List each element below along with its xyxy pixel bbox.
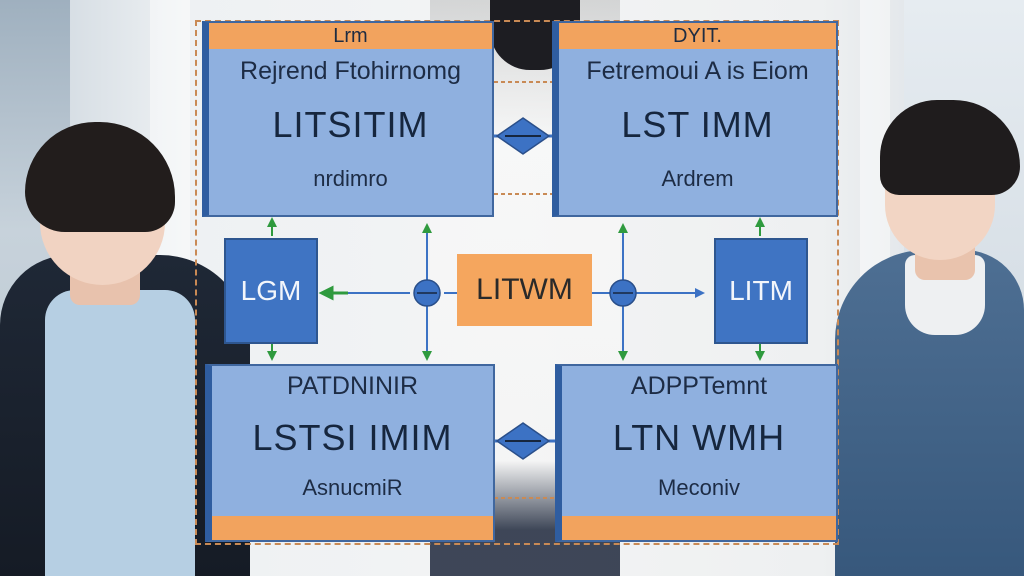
person-left-shirt [45, 290, 195, 576]
module-bottom-right: ADPPTemnt LTN WMH Meconiv [555, 364, 838, 542]
module-footer-bar [212, 516, 493, 540]
module-subtitle: ADPPTemnt [630, 372, 768, 400]
module-title: LITSITIM [272, 104, 429, 145]
module-title: LST IMM [621, 104, 774, 145]
module-top-right: DYIT. Fetremoui A is Eiom LST IMM Ardrem [552, 21, 838, 217]
node-center: LITWM [457, 254, 592, 326]
module-header: Lrm [209, 23, 492, 49]
module-top-left: Lrm Rejrend Ftohirnomg LITSITIM nrdimro [202, 21, 494, 217]
module-bottom-left: PATDNINIR LSTSI IMIM AsnucmiR [205, 364, 495, 542]
node-lgm: LGM [224, 238, 318, 344]
module-header: DYIT. [559, 23, 836, 49]
diagram-frame [195, 20, 839, 545]
module-subtitle: Fetremoui A is Eiom [586, 57, 809, 85]
module-title: LSTSI IMIM [252, 417, 453, 458]
module-footer-bar [562, 516, 836, 540]
person-left-hair [25, 122, 175, 232]
module-title: LTN WMH [612, 417, 786, 458]
module-caption: Meconiv [658, 475, 740, 500]
person-right-hair [880, 100, 1020, 195]
node-litm: LITM [714, 238, 808, 344]
module-caption: Ardrem [661, 166, 734, 191]
module-caption: nrdimro [313, 166, 388, 191]
module-caption: AsnucmiR [302, 475, 403, 500]
module-subtitle: PATDNINIR [286, 372, 419, 400]
module-subtitle: Rejrend Ftohirnomg [240, 57, 461, 85]
